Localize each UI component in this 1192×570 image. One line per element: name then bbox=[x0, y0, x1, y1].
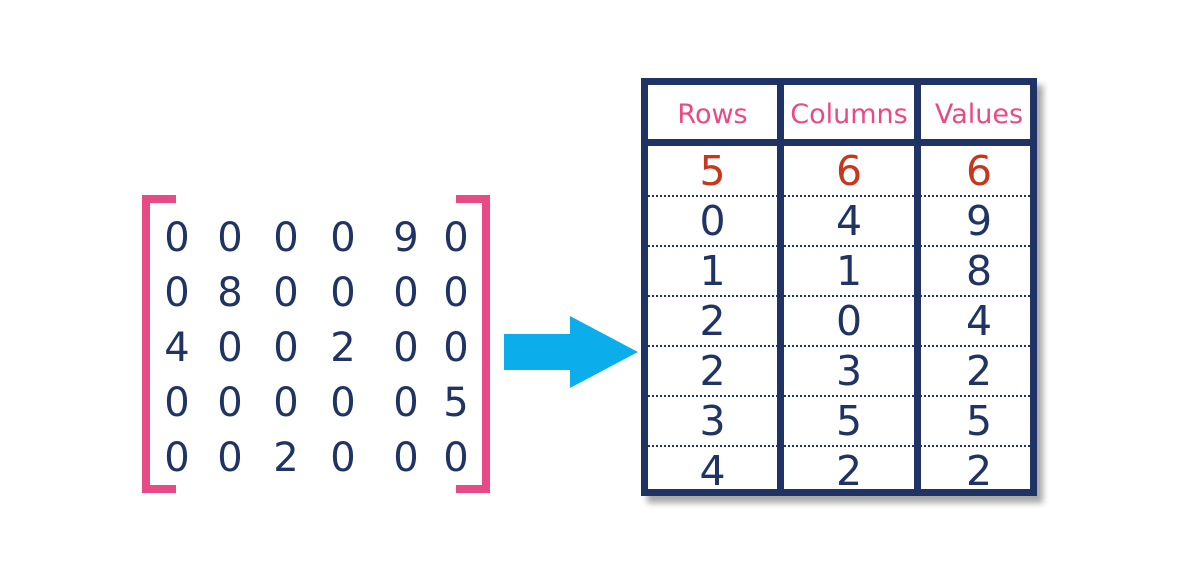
matrix-cell: 0 bbox=[217, 435, 243, 481]
table-cell: 2 bbox=[835, 447, 863, 495]
table-cell: 1 bbox=[835, 247, 863, 295]
matrix-cell: 0 bbox=[443, 325, 469, 371]
table-row-divider bbox=[648, 345, 1030, 347]
table-cell: 2 bbox=[699, 347, 726, 395]
table-row-divider bbox=[648, 195, 1030, 197]
table-cell: 0 bbox=[835, 297, 863, 345]
matrix-cell: 0 bbox=[217, 380, 243, 426]
matrix-cell: 0 bbox=[273, 325, 299, 371]
matrix-cell: 0 bbox=[393, 435, 419, 481]
matrix-cell: 0 bbox=[273, 270, 299, 316]
matrix-cell: 0 bbox=[273, 215, 299, 261]
table-row-divider bbox=[648, 395, 1030, 397]
matrix-cell: 0 bbox=[330, 435, 356, 481]
matrix-cell: 0 bbox=[164, 270, 190, 316]
matrix-cell: 0 bbox=[217, 215, 243, 261]
table-header-values: Values bbox=[934, 99, 1024, 130]
matrix-cell: 0 bbox=[393, 270, 419, 316]
table-column-divider bbox=[777, 85, 784, 489]
table-cell: 2 bbox=[965, 347, 993, 395]
matrix-cell: 4 bbox=[164, 325, 190, 371]
table-cell: 4 bbox=[699, 447, 726, 495]
table-cell: 4 bbox=[835, 197, 863, 245]
table-cell: 0 bbox=[699, 197, 726, 245]
matrix-left-bracket bbox=[142, 195, 176, 493]
table-cell: 5 bbox=[835, 397, 863, 445]
matrix-cell: 0 bbox=[443, 215, 469, 261]
matrix-cell: 0 bbox=[164, 435, 190, 481]
table-cell: 4 bbox=[965, 297, 993, 345]
table-column-divider bbox=[914, 85, 921, 489]
matrix-cell: 0 bbox=[273, 380, 299, 426]
table-cell: 2 bbox=[965, 447, 993, 495]
table-cell: 3 bbox=[835, 347, 863, 395]
matrix-cell: 0 bbox=[330, 215, 356, 261]
matrix-right-bracket bbox=[456, 195, 490, 493]
matrix-cell: 8 bbox=[217, 270, 243, 316]
matrix-cell: 0 bbox=[330, 270, 356, 316]
table-cell: 1 bbox=[699, 247, 726, 295]
matrix-cell: 9 bbox=[393, 215, 419, 261]
table-cell: 5 bbox=[965, 397, 993, 445]
matrix-cell: 0 bbox=[164, 215, 190, 261]
matrix-cell: 0 bbox=[330, 380, 356, 426]
matrix-cell: 0 bbox=[217, 325, 243, 371]
table-meta-cell: 5 bbox=[699, 147, 726, 195]
matrix-cell: 0 bbox=[443, 270, 469, 316]
table-header-columns: Columns bbox=[790, 99, 908, 130]
table-cell: 8 bbox=[965, 247, 993, 295]
table-cell: 9 bbox=[965, 197, 993, 245]
table-row-divider bbox=[648, 445, 1030, 447]
matrix-cell: 0 bbox=[443, 435, 469, 481]
table-header-rows: Rows bbox=[677, 99, 748, 130]
matrix-cell: 0 bbox=[393, 325, 419, 371]
matrix-cell: 5 bbox=[443, 380, 469, 426]
table-row-divider bbox=[648, 245, 1030, 247]
table-cell: 2 bbox=[699, 297, 726, 345]
matrix-cell: 0 bbox=[164, 380, 190, 426]
right-arrow-icon bbox=[504, 316, 638, 388]
table-row-divider bbox=[648, 295, 1030, 297]
matrix-cell: 2 bbox=[330, 325, 356, 371]
table-meta-cell: 6 bbox=[965, 147, 993, 195]
table-cell: 3 bbox=[699, 397, 726, 445]
table-header-divider bbox=[648, 139, 1030, 146]
matrix-cell: 0 bbox=[393, 380, 419, 426]
table-meta-cell: 6 bbox=[835, 147, 863, 195]
matrix-cell: 2 bbox=[273, 435, 299, 481]
